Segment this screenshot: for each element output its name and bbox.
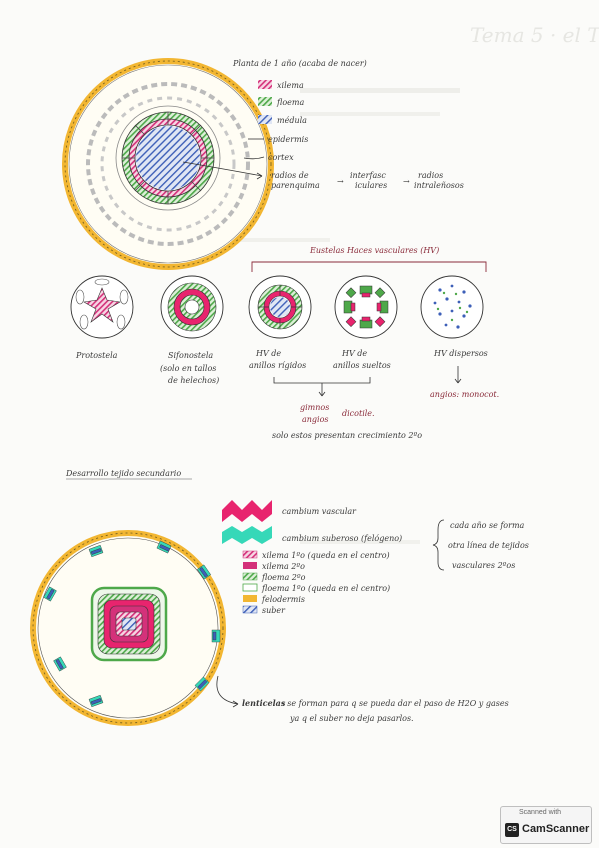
top-pointers [182,138,265,180]
stele-label-rigidos: HV de [255,349,281,358]
legend-swatch-xilema [258,80,272,89]
stele-hv-sueltos [334,275,398,339]
sec-swatch-felodermis [243,595,257,602]
stele-label-sifonostela: Sifonostela [168,351,213,360]
legend-label-xilema: xilema [277,81,304,90]
stele-hv-dispersos [420,275,484,339]
camscanner-name: CamScanner [522,823,590,835]
sec-label-floema2: floema 2ºo [261,573,306,582]
scanned-with-text: Scanned with [519,809,562,816]
top-legend: xilema floema médula [258,80,307,125]
svg-text:Tema 5 · el Tallo: Tema 5 · el Tallo [470,23,599,47]
legend-swatch-medula [258,115,272,124]
camscanner-logo-icon: CS [505,823,519,837]
sec-swatch-floema1 [242,583,258,592]
stele-label-protostela: Protostela [75,351,118,360]
crecimiento-label: solo estos presentan crecimiento 2ºo [272,431,422,440]
sec-label-floema1: floema 1ºo (queda en el centro) [261,584,390,593]
sec-label-xilema2: xilema 2ºo [262,562,305,571]
camscanner-badge: Scanned with CS CamScanner [500,806,592,844]
inter-line1: interfasc [350,171,386,180]
young-stem-diagram [62,58,274,270]
lenticelas-line2: ya q el suber no deja pasarlos. [289,714,414,723]
sec-swatch-xilema2 [243,562,257,569]
dicotile-label: dicotile. [342,409,375,418]
secondary-legend: xilema 1ºo (queda en el centro) xilema 2… [242,550,390,615]
stele-label-sueltos: HV de [341,349,367,358]
legend-label-medula: médula [277,116,307,125]
top-title: Planta de 1 año (acaba de nacer) [232,59,367,68]
stele-hv-rigidos [248,275,312,339]
flow-arrow-1: → [337,177,344,186]
cortex-label: cortex [268,153,294,162]
stele-label-dispersos: HV dispersos [433,349,488,358]
felogeno-swatch [222,526,272,544]
radios-line2: parenquima [271,181,320,190]
gimnos-label: gimnos [300,403,329,412]
note-line3: vasculares 2ºos [452,561,515,570]
legend-swatch-floema [258,97,272,106]
stele-label-sifonostela-3: de helechos) [168,376,219,385]
note-line1: cada año se forma [450,521,525,530]
lenticelas-arrowhead [232,700,239,708]
note-brace [432,519,445,571]
intra-line1: radios [418,171,443,180]
cambium-label: cambium vascular [282,507,357,516]
stele-sifonostela [160,275,224,339]
radios-line1: radios de [271,171,309,180]
lenticelas-label: lenticelas [242,698,286,708]
epidermis-label: epidermis [268,135,308,144]
note-line2: otra línea de tejidos [448,541,529,550]
stele-label-sueltos-2: anillos sueltos [333,361,391,370]
stele-label-sifonostela-2: (solo en tallos [160,364,216,373]
intra-line2: intraleñosos [414,181,464,190]
eustelas-header: Eustelas Haces vasculares (HV) [309,246,439,255]
angios-mono-label: angios: monocot. [430,390,499,399]
secondary-title: Desarrollo tejido secundario [65,469,181,478]
legend-label-floema: floema [276,98,304,107]
lenticelas-pointer [216,675,239,705]
sec-swatch-suber [242,605,258,614]
angios-label: angios [302,415,329,424]
stele-label-rigidos-2: anillos rígidos [249,361,306,370]
inter-line2: iculares [355,181,387,190]
flow-arrow-2: → [403,177,410,186]
sec-swatch-xilema1 [242,550,258,559]
cambium-swatch [222,500,272,522]
lenticelas-line1: : se forman para q se pueda dar el paso … [282,699,509,708]
felogeno-label: cambium suberoso (felógeno) [282,534,402,543]
sec-label-suber: suber [262,606,286,615]
sec-label-xilema1: xilema 1ºo (queda en el centro) [262,551,390,560]
stele-pointers [273,366,462,397]
sec-swatch-floema2 [242,572,258,581]
eustelas-bracket [251,261,487,272]
stele-protostela [70,275,134,339]
secondary-stem-diagram [30,530,226,726]
sec-label-felodermis: felodermis [261,595,305,604]
